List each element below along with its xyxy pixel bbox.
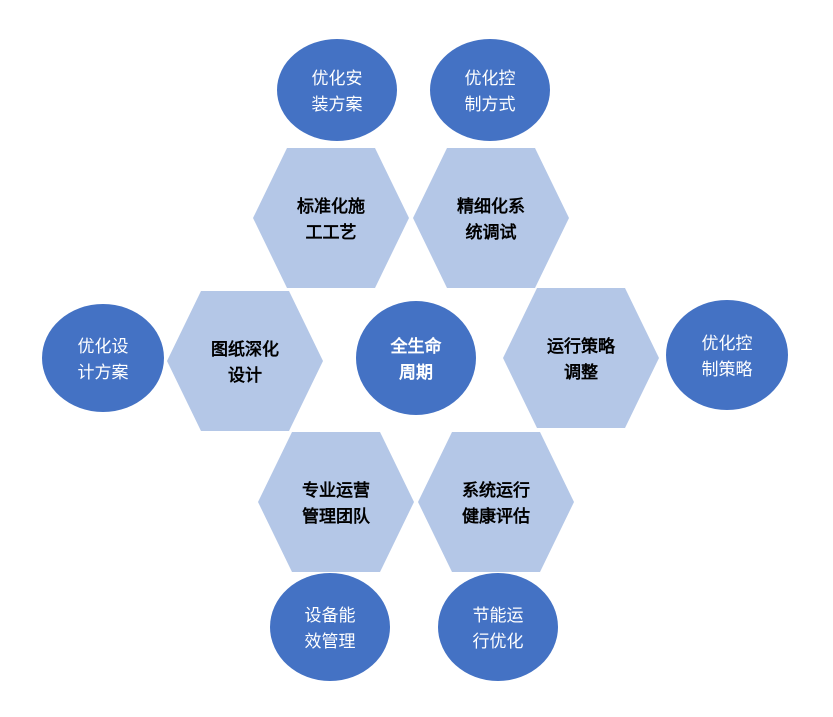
ellipse-equipment-efficiency: 设备能效管理: [270, 573, 390, 681]
svg-text:运行策略调整: 运行策略调整: [547, 336, 616, 383]
ellipse-install-plan: 优化安装方案: [277, 39, 397, 141]
hexagon-drawing-design: 图纸深化设计: [167, 291, 323, 431]
svg-text:精细化系统调试: 精细化系统调试: [457, 196, 525, 243]
hexagon-construction-process: 标准化施工工艺: [253, 148, 409, 288]
svg-text:图纸深化设计: 图纸深化设计: [211, 339, 279, 386]
hexagon-system-commissioning: 精细化系统调试: [413, 148, 569, 288]
svg-text:系统运行健康评估: 系统运行健康评估: [462, 480, 530, 527]
hexagon-health-assessment: 系统运行健康评估: [418, 432, 574, 572]
svg-text:优化控制方式: 优化控制方式: [465, 69, 516, 115]
ellipse-energy-optimization: 节能运行优化: [438, 573, 558, 681]
hexagon-operation-strategy: 运行策略调整: [503, 288, 659, 428]
svg-text:优化设计方案: 优化设计方案: [78, 337, 129, 383]
svg-text:优化安装方案: 优化安装方案: [312, 69, 363, 115]
hexagon-operation-team: 专业运营管理团队: [258, 432, 414, 572]
svg-text:全生命周期: 全生命周期: [390, 336, 443, 383]
svg-text:优化控制策略: 优化控制策略: [702, 334, 753, 380]
ellipse-control-strategy: 优化控制策略: [666, 300, 788, 410]
svg-text:节能运行优化: 节能运行优化: [473, 606, 524, 652]
ellipse-design-plan: 优化设计方案: [42, 304, 164, 412]
svg-text:标准化施工工艺: 标准化施工工艺: [297, 196, 365, 243]
svg-text:专业运营管理团队: 专业运营管理团队: [302, 480, 371, 527]
center-lifecycle-circle: 全生命周期: [356, 301, 476, 415]
ellipse-control-method: 优化控制方式: [430, 39, 550, 141]
svg-text:设备能效管理: 设备能效管理: [305, 606, 356, 652]
